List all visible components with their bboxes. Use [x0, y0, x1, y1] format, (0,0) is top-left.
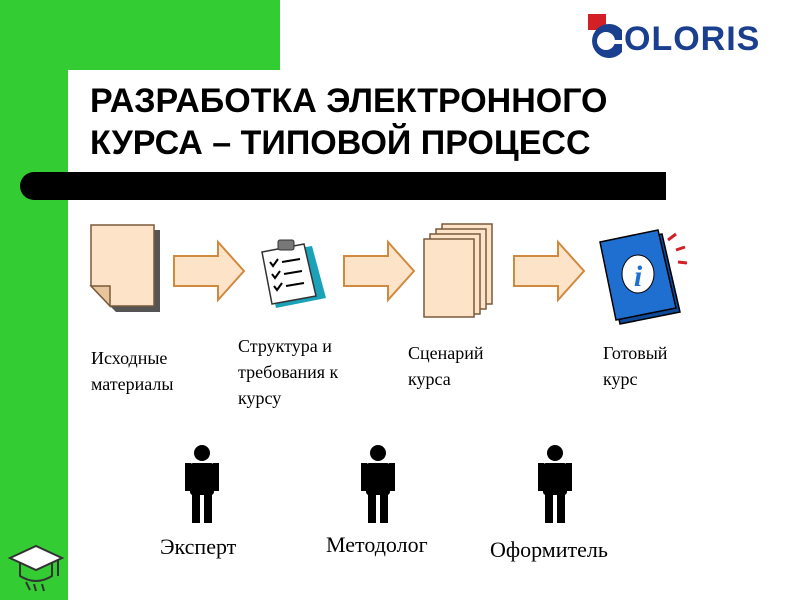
info-book-icon: i [599, 229, 688, 325]
role-label-expert: Эксперт [160, 534, 237, 559]
person-icon [361, 445, 395, 523]
title-underline-bar [20, 172, 666, 200]
document-stack-icon [423, 223, 493, 318]
process-arrow-1 [173, 239, 246, 303]
step-caption-2: Структура и требования к курсу [238, 336, 339, 408]
content-area [68, 70, 800, 600]
person-icon [538, 445, 572, 523]
title-line-2: КУРСА – ТИПОВОЙ ПРОЦЕСС [90, 124, 591, 162]
document-icon [89, 224, 160, 312]
process-arrow-3 [513, 239, 586, 303]
step-caption-1: Исходные материалы [91, 348, 174, 394]
role-label-designer: Оформитель [490, 537, 608, 562]
left-green-band [0, 0, 68, 600]
logo-mark-icon [588, 14, 622, 58]
company-logo: OLORIS [586, 12, 786, 66]
title-line-1: РАЗРАБОТКА ЭЛЕКТРОННОГО [90, 82, 608, 120]
svg-text:i: i [634, 260, 643, 293]
role-label-methodologist: Методолог [326, 532, 428, 557]
step-caption-4: Готовый курс [603, 343, 668, 389]
top-green-band [0, 0, 280, 70]
process-arrow-2 [343, 239, 416, 303]
page-title: РАЗРАБОТКА ЭЛЕКТРОННОГО КУРСА – ТИПОВОЙ … [90, 80, 730, 164]
person-icon [185, 445, 219, 523]
step-caption-3: Сценарий курса [408, 343, 484, 389]
graduation-cap-icon [7, 544, 65, 592]
clipboard-checklist-icon [261, 239, 326, 308]
logo-text: OLORIS [624, 20, 761, 58]
